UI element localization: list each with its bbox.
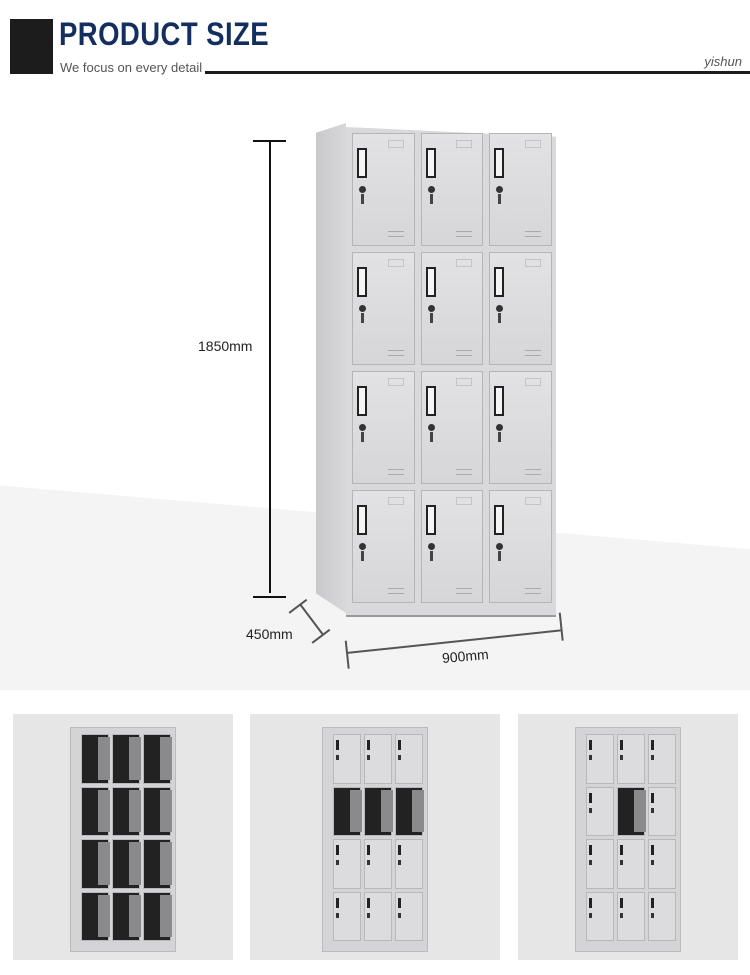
lock-icon: [427, 543, 435, 550]
lock-icon: [359, 424, 366, 431]
lock-icon: [496, 543, 504, 550]
handle-icon: [425, 505, 436, 535]
page-subtitle: We focus on every detail: [60, 60, 203, 75]
handle-icon: [494, 386, 505, 416]
page-title: PRODUCT SIZE: [59, 16, 270, 52]
height-dimension-line: [269, 140, 271, 593]
locker-door: [352, 133, 415, 246]
main-locker-image: [316, 123, 556, 623]
handle-icon: [357, 386, 367, 416]
locker-door: [420, 371, 484, 484]
thumbnail-single-door-open[interactable]: [518, 714, 738, 960]
lock-icon: [427, 305, 435, 312]
lock-icon: [359, 305, 366, 312]
thumbnail-second-row-open[interactable]: [250, 714, 500, 960]
locker-door: [420, 252, 484, 365]
handle-icon: [357, 148, 367, 178]
locker-door: [489, 490, 552, 603]
lock-icon: [359, 543, 366, 550]
locker-door: [352, 252, 415, 365]
mini-locker: [575, 727, 681, 952]
handle-icon: [357, 267, 367, 297]
locker-door: [352, 371, 415, 484]
brand-name: yishun: [704, 54, 742, 69]
lock-icon: [427, 424, 435, 431]
lock-icon: [427, 186, 435, 193]
mini-locker: [322, 727, 428, 952]
locker-door: [420, 490, 484, 603]
handle-icon: [425, 267, 436, 297]
locker-door: [489, 371, 552, 484]
locker-door: [352, 490, 415, 603]
header-accent-block: [10, 19, 53, 74]
mini-locker: [70, 727, 176, 952]
lock-icon: [496, 186, 504, 193]
handle-icon: [494, 267, 505, 297]
height-dimension-cap-bottom: [253, 596, 286, 598]
handle-icon: [494, 148, 505, 178]
locker-door-grid: [352, 133, 552, 603]
handle-icon: [494, 505, 505, 535]
handle-icon: [425, 386, 436, 416]
thumbnail-all-doors-open[interactable]: [13, 714, 233, 960]
lock-icon: [359, 186, 366, 193]
locker-door: [489, 252, 552, 365]
handle-icon: [357, 505, 367, 535]
depth-dimension-label: 450mm: [246, 626, 293, 642]
lock-icon: [496, 305, 504, 312]
locker-side-panel: [316, 123, 346, 613]
locker-door: [489, 133, 552, 246]
handle-icon: [425, 148, 436, 178]
header-rule: [205, 71, 750, 74]
height-dimension-label: 1850mm: [198, 338, 253, 354]
lock-icon: [496, 424, 504, 431]
locker-door: [420, 133, 484, 246]
